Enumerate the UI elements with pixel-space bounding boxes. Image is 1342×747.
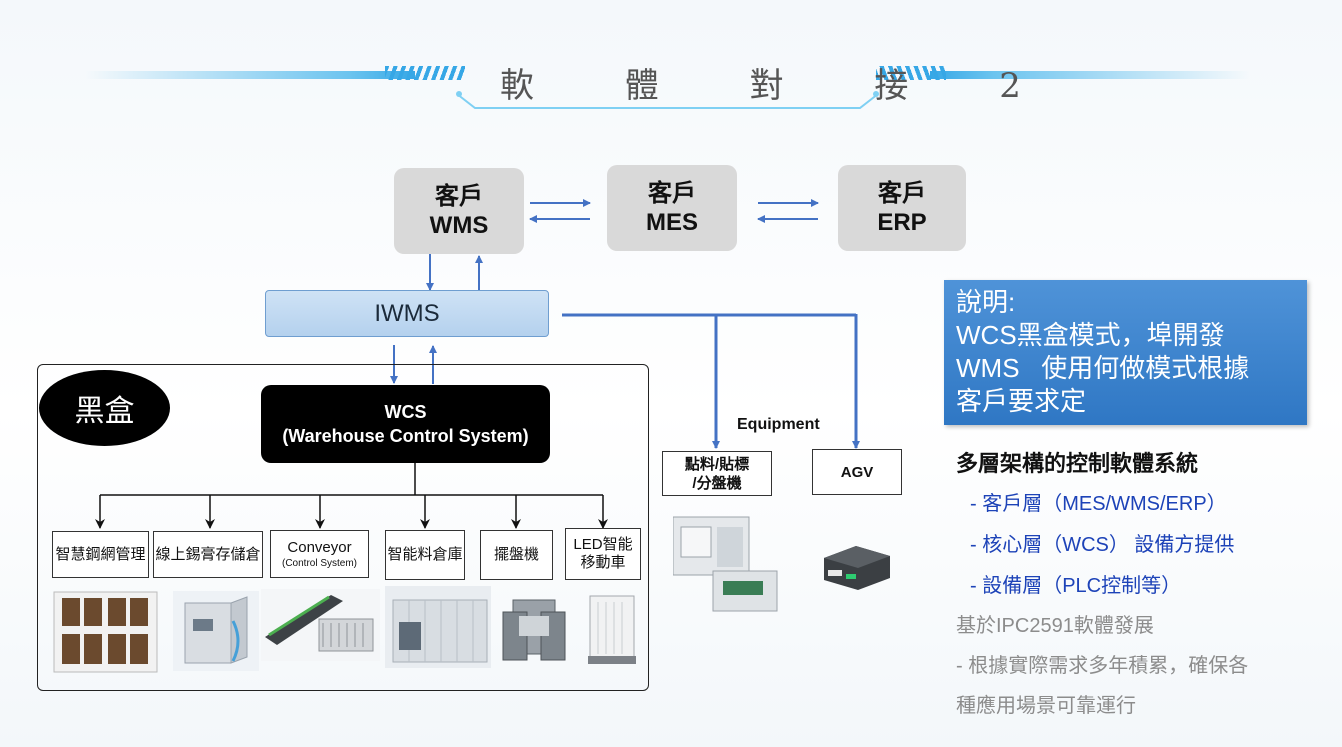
blackbox-label: 黑盒 <box>39 370 170 446</box>
blackbox-frame <box>37 364 649 691</box>
side-grey-1: 基於IPC2591軟體發展 <box>956 615 1154 637</box>
equipment-image-agv <box>824 546 890 590</box>
module-stencil-management: 智慧鋼網管理 <box>52 531 149 578</box>
customer-wms-box: 客戶 WMS <box>394 168 524 254</box>
customer-mes-line1: 客戶 <box>648 180 696 207</box>
side-item-3: - 設備層（PLC控制等） <box>970 575 1182 597</box>
customer-mes-line2: MES <box>645 209 698 236</box>
note-box: 說明: WCS黑盒模式，埠開發 WMS 使用何做模式根據 客戶要求定 <box>944 280 1307 425</box>
module-label: Conveyor <box>287 538 352 556</box>
wcs-subtitle: (Warehouse Control System) <box>282 426 529 446</box>
title-stripe-right <box>930 71 1250 79</box>
module-led-cart: LED智能 移動車 <box>565 528 641 580</box>
module-solder-storage: 線上錫膏存儲倉 <box>153 531 263 578</box>
side-item-2: - 核心層（WCS） 設備方提供 <box>970 534 1235 556</box>
side-grey-2: - 根據實際需求多年積累，確保各 <box>956 655 1249 677</box>
title-chevrons-left <box>385 66 465 80</box>
module-tray-machine: 擺盤機 <box>480 530 553 580</box>
module-image-solder-storage <box>173 591 259 671</box>
module-image-tray-machine <box>502 599 566 661</box>
note-line-3: WMS 使用何做模式根據 <box>956 353 1250 383</box>
note-line-4: 客戶要求定 <box>956 386 1087 416</box>
title-stripe-left <box>85 71 415 79</box>
module-smart-warehouse: 智能料倉庫 <box>385 530 465 580</box>
equipment-labeler-label: 點料/貼標 /分盤機 <box>684 455 750 492</box>
module-conveyor: Conveyor (Control System) <box>270 530 369 578</box>
title-chevrons-right <box>876 66 946 80</box>
note-line-2: WCS黑盒模式，埠開發 <box>956 320 1225 350</box>
wcs-box: WCS (Warehouse Control System) <box>261 385 550 463</box>
module-image-stencil-cabinet <box>53 591 158 673</box>
customer-mes-box: 客戶 MES <box>607 165 737 251</box>
module-label: 擺盤機 <box>493 546 539 563</box>
module-sublabel: (Control System) <box>281 557 357 569</box>
equipment-labeler-box: 點料/貼標 /分盤機 <box>662 451 772 496</box>
side-item-1: - 客戶層（MES/WMS/ERP） <box>970 493 1227 515</box>
customer-erp-line2: ERP <box>877 209 927 236</box>
module-label: 智能料倉庫 <box>387 546 463 563</box>
equipment-agv-box: AGV <box>812 449 902 495</box>
module-label: 線上錫膏存儲倉 <box>155 545 261 563</box>
side-grey-3: 種應用場景可靠運行 <box>956 695 1136 717</box>
title-bracket <box>456 91 879 109</box>
blackbox-label-text: 黑盒 <box>74 394 135 429</box>
module-image-conveyor <box>261 589 380 661</box>
customer-erp-line1: 客戶 <box>878 180 926 207</box>
equipment-image-labeler <box>673 516 778 612</box>
customer-wms-line1: 客戶 <box>435 183 483 210</box>
module-label: 智慧鋼網管理 <box>55 545 146 563</box>
module-label: LED智能 移動車 <box>573 536 633 571</box>
equipment-agv-label: AGV <box>840 463 874 481</box>
iwms-box: IWMS <box>265 290 549 337</box>
page-title: 軟 體 對 接 2 <box>500 66 1061 106</box>
side-heading: 多層架構的控制軟體系統 <box>956 451 1199 476</box>
wcs-title: WCS <box>384 402 427 422</box>
customer-erp-box: 客戶 ERP <box>838 165 966 251</box>
iwms-label: IWMS <box>374 299 440 327</box>
note-line-1: 說明: <box>956 287 1016 317</box>
module-image-smart-warehouse <box>385 586 491 668</box>
module-image-led-cart <box>588 595 636 664</box>
equipment-label: Equipment <box>737 416 820 433</box>
customer-wms-line2: WMS <box>429 212 489 239</box>
